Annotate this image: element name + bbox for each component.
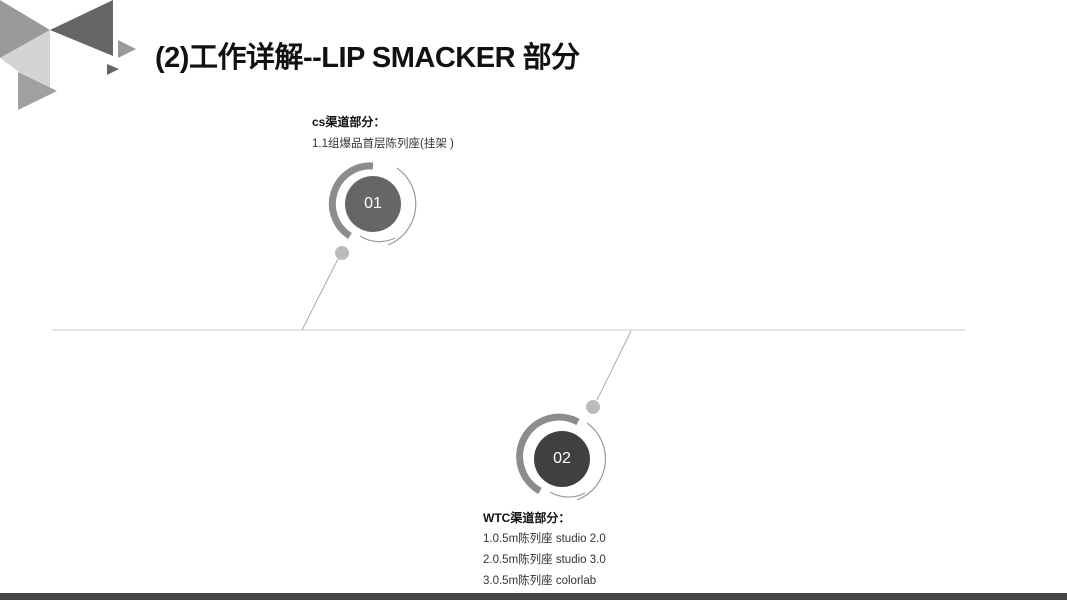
connector-dot-1	[335, 246, 349, 260]
section-1-item: 1.1组爆品首层陈列座(挂架 )	[312, 138, 454, 150]
page-title: (2)工作详解--LIP SMACKER 部分	[155, 42, 580, 74]
section-2-item: 3.0.5m陈列座 colorlab	[483, 575, 597, 587]
connector-dot-2	[586, 400, 600, 414]
section-2-item: 1.0.5m陈列座 studio 2.0	[483, 533, 606, 545]
step-circle-1	[328, 162, 417, 246]
step-number-2: 02	[553, 450, 571, 467]
section-2-heading: WTC渠道部分：	[483, 511, 571, 525]
footer-bar	[0, 593, 1067, 600]
triangle-logo-decoration	[0, 0, 136, 110]
step-circle-2	[516, 413, 607, 501]
step-number-1: 01	[364, 195, 382, 212]
section-1-heading: cs渠道部分：	[312, 115, 386, 129]
section-2-item: 2.0.5m陈列座 studio 3.0	[483, 554, 606, 566]
